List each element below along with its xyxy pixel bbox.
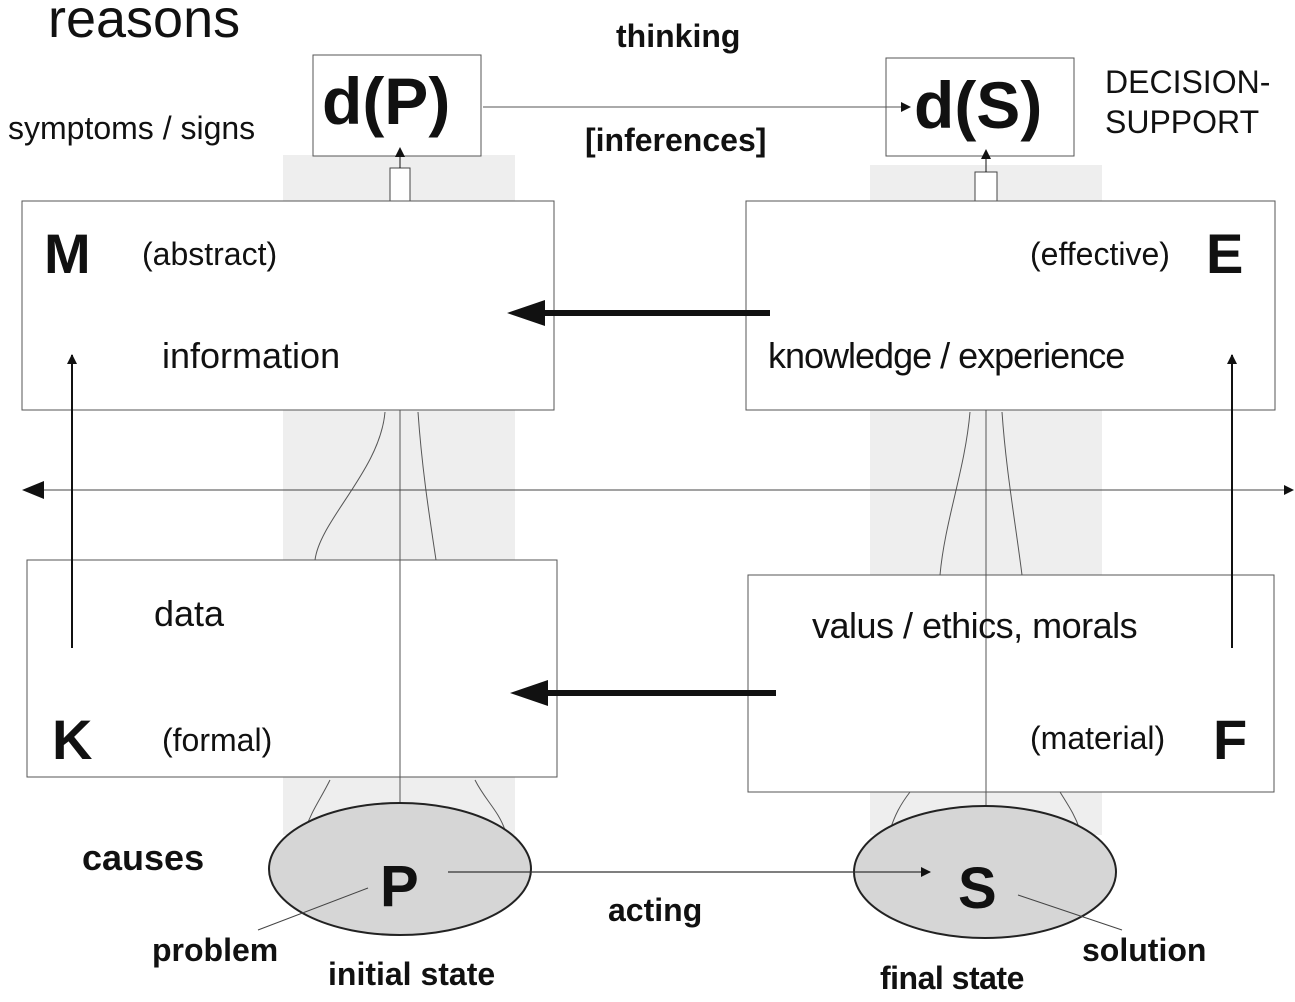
left-funnel-upper-r [417,411,437,561]
right-funnel-upper-r [1001,411,1023,576]
M-qualifier: (abstract) [142,236,278,272]
S-letter: S [958,856,997,921]
inferences-label: [inferences] [585,122,767,158]
decision-support-line2: SUPPORT [1105,104,1260,140]
P-ellipse [268,802,532,936]
dP-box [312,54,482,157]
thinking-label: thinking [616,18,741,54]
left-funnel-upper [314,411,386,561]
E-to-M-arrowhead [507,300,545,326]
right-funnel-upper [939,411,971,576]
K-content: data [154,593,225,634]
P-letter: P [380,854,419,919]
solution-pointer [1017,894,1123,931]
M-letter: M [44,222,91,285]
symptoms-label: symptoms / signs [8,110,256,146]
F-letter: F [1213,708,1248,771]
F-qualifier: (material) [1030,720,1166,756]
box-M [21,200,555,411]
problem-pointer [257,887,369,931]
problem-label: problem [152,932,279,968]
F-content: valus / ethics, morals [812,605,1138,646]
initial-state-label: initial state [328,956,496,992]
causes-label: causes [82,837,205,878]
K-letter: K [52,708,93,771]
box-E [745,200,1276,411]
K-qualifier: (formal) [162,722,273,758]
dP-label: d(P) [322,64,451,138]
E-letter: E [1206,222,1244,285]
box-K [26,559,558,778]
left-funnel-lower-r [474,779,506,831]
left-upper-stem [389,167,411,203]
final-state-label: final state [880,960,1024,996]
dS-label: d(S) [914,68,1043,142]
solution-label: solution [1082,932,1207,968]
horizontal-axis-left-head [22,481,44,499]
decision-support-line1: DECISION- [1105,64,1271,100]
E-content: knowledge / experience [768,335,1125,376]
E-qualifier: (effective) [1030,236,1170,272]
reasons-label: reasons [48,0,241,49]
box-F [747,574,1275,793]
right-upper-stem [974,171,998,203]
F-to-K-arrowhead [510,680,548,706]
M-content: information [162,335,341,376]
acting-label: acting [608,892,703,928]
